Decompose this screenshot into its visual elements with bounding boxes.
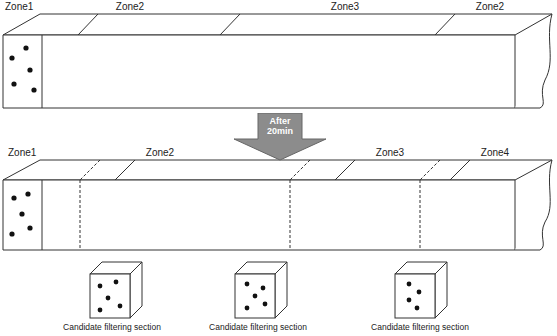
section-boundary [290,180,291,250]
bar-top-face [3,160,552,180]
zone-divider [450,160,470,180]
section-boundary [80,180,81,250]
bar-cut-end [515,14,552,108]
section-label: Candidate filtering section [209,322,307,332]
section-cube [90,262,142,318]
bar-cut-end [515,160,552,250]
zone-label: Zone2 [116,1,144,13]
section-boundary [420,160,440,180]
section-cube [395,262,447,318]
zone-divider [78,14,98,35]
bar-front-face [3,180,515,250]
section-cube [235,262,287,318]
section-boundary [290,160,310,180]
arrow-label: After 20min [258,116,302,136]
zone-divider [435,14,455,35]
zone-label: Zone3 [331,1,359,13]
section-boundary [420,180,421,250]
section-label: Candidate filtering section [63,322,161,332]
zone-divider [115,160,135,180]
section-label: Candidate filtering section [371,322,469,332]
zone-label: Zone4 [481,147,509,159]
zone-label: Zone1 [8,147,36,159]
zone-divider [335,160,355,180]
bar-front-face [3,35,515,108]
zone-label: Zone3 [376,147,404,159]
bar-top-face [3,14,552,35]
zone-label: Zone1 [5,1,33,13]
zone-label: Zone2 [146,147,174,159]
zone-label: Zone2 [476,1,504,13]
end-face-edge [42,180,43,250]
zone-divider [220,14,240,35]
end-face-edge [42,35,43,108]
section-boundary [80,160,100,180]
time-arrow: After 20min [232,113,328,161]
